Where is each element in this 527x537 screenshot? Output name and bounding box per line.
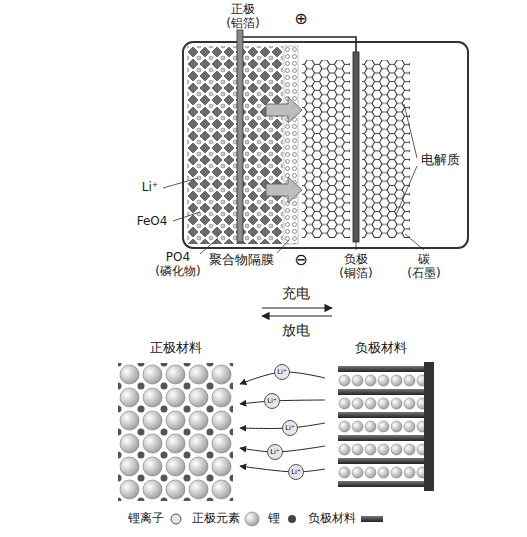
legend-text: 锂离子: [128, 510, 164, 527]
ion-sample: [171, 514, 181, 524]
ion-path-arrow: [240, 400, 325, 404]
legend: 锂离子 正极元素 锂 负极材料: [128, 510, 392, 527]
ion-flow-arrow: [266, 97, 302, 123]
leader-line: [405, 234, 424, 250]
leader-line: [200, 238, 218, 254]
label: ⊕: [290, 9, 312, 28]
battery-housing: [183, 42, 468, 248]
anode-sample: [361, 516, 383, 522]
label: ⊖: [290, 250, 312, 269]
leader-line: [277, 240, 289, 253]
legend-sample: [244, 511, 260, 527]
lithium-ion: Li⁺: [267, 444, 283, 460]
leader-line: [356, 240, 357, 250]
aluminium-foil: [237, 30, 243, 242]
legend-sample: [284, 511, 300, 527]
material-heading: 负极材料: [325, 340, 437, 357]
lithium-ion: Li⁺: [282, 420, 298, 436]
label: 碳 (石墨): [404, 252, 444, 281]
cathode-material-lattice: [118, 363, 233, 501]
leader-line: [396, 166, 417, 215]
label: Li⁺: [136, 180, 164, 194]
label: 电解质: [416, 152, 464, 168]
legend-item: 锂: [268, 510, 300, 527]
legend-sample: [168, 511, 184, 527]
material-block: 正极材料: [112, 340, 240, 505]
label: FeO4: [130, 214, 174, 228]
leader-line: [404, 104, 417, 158]
element-sample: [245, 512, 259, 526]
lithium-sample: [288, 515, 296, 523]
lithium-ion: Li⁺: [264, 393, 280, 409]
label: 负极 (铜箔): [332, 252, 380, 281]
legend-item: 负极材料: [308, 510, 384, 527]
legend-text: 锂: [268, 510, 280, 527]
cathode-lattice: [187, 46, 283, 244]
leader-line: [173, 212, 200, 221]
label: 正极 (铝箔): [218, 2, 268, 31]
copper-foil: [353, 52, 359, 242]
ion-flow-arrow: [266, 177, 302, 203]
label: PO4 (磷化物): [150, 250, 206, 279]
label: 放电: [276, 322, 316, 339]
leader-line: [163, 178, 198, 188]
lithium-ion: Li⁺: [274, 364, 290, 380]
label: 充电: [276, 285, 316, 302]
legend-sample: [360, 511, 384, 527]
material-heading: 正极材料: [112, 340, 240, 357]
graphite-layer: [362, 60, 410, 238]
legend-item: 正极元素: [192, 510, 260, 527]
charge-arrow: [262, 307, 332, 308]
material-block: 负极材料: [325, 340, 437, 500]
anode-material-layers: [338, 366, 429, 487]
polymer-separator: [284, 46, 298, 244]
legend-text: 正极元素: [192, 510, 240, 527]
legend-item: 锂离子: [128, 510, 184, 527]
discharge-arrow: [262, 315, 332, 316]
anode-backplate: [424, 362, 434, 491]
ion-path-arrow: [240, 466, 325, 472]
graphite-layer: [302, 60, 350, 238]
lithium-ion: Li⁺: [288, 464, 304, 480]
label: 聚合物隔膜: [206, 252, 276, 268]
legend-text: 负极材料: [308, 510, 356, 527]
